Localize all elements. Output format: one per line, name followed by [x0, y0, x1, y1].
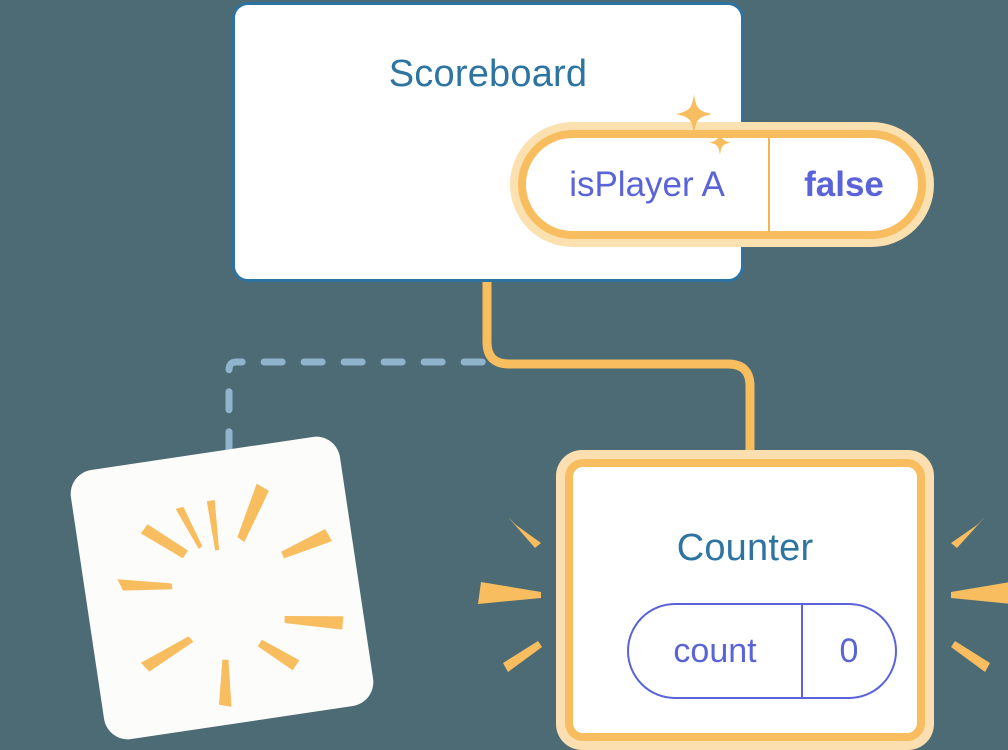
- scoreboard-title: Scoreboard: [388, 53, 588, 95]
- scoreboard-state-pill[interactable]: isPlayer A false: [510, 122, 934, 247]
- counter-ray-right-bottom: [951, 641, 990, 672]
- scoreboard-card[interactable]: Scoreboard isPlayer A false: [232, 2, 934, 282]
- counter-state-pill[interactable]: count 0: [627, 603, 897, 699]
- counter-title: Counter: [676, 527, 814, 569]
- counter-ray-left-bottom: [503, 641, 542, 672]
- counter-card-inner: Counter count 0: [565, 459, 925, 741]
- scoreboard-pill-value: false: [804, 164, 884, 204]
- scoreboard-pill-key: isPlayer A: [526, 138, 770, 231]
- counter-ray-right-mid: [951, 582, 1008, 604]
- counter-pill-value: 0: [839, 631, 859, 670]
- counter-ray-right-top: [951, 517, 985, 548]
- counter-card[interactable]: Counter count 0: [556, 450, 934, 750]
- counter-burst-rays-right: [951, 517, 1008, 672]
- connector-solid-scoreboard-to-counter: [482, 281, 755, 462]
- counter-ray-left-top: [508, 517, 541, 548]
- counter-burst-rays-left: [478, 517, 542, 672]
- flash-card[interactable]: [67, 433, 377, 743]
- counter-pill-key: count: [629, 605, 803, 697]
- counter-ray-left-mid: [478, 582, 541, 604]
- connector-dashed-scoreboard-to-flash-card: [225, 281, 491, 474]
- scoreboard-pill-inner: isPlayer A false: [518, 130, 926, 239]
